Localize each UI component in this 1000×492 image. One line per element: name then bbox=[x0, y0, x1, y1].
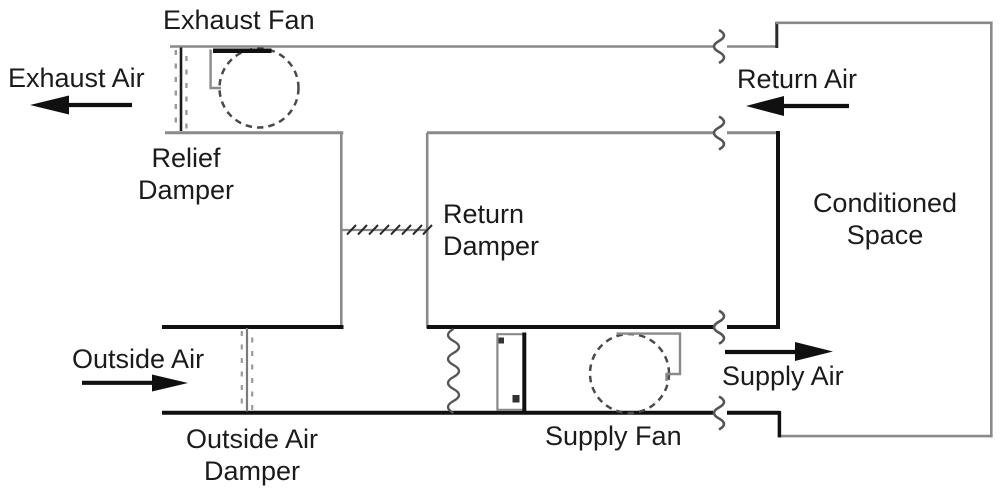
label-line: Relief bbox=[151, 143, 221, 173]
supply-fan-symbol bbox=[588, 332, 682, 415]
return-air-arrow bbox=[746, 96, 849, 116]
relief-damper-label: Relief Damper bbox=[126, 142, 246, 206]
exhaust-fan-symbol bbox=[209, 47, 300, 129]
duct-break-icon-return-top bbox=[712, 28, 726, 65]
label-line: Outside Air bbox=[185, 424, 319, 454]
duct-break-icon-return-bottom bbox=[712, 115, 726, 151]
return-damper-symbol bbox=[342, 224, 433, 236]
exhaust-air-label: Exhaust Air bbox=[8, 63, 145, 93]
duct-break-icon-supply-top bbox=[712, 309, 726, 345]
return-air-arrow-head bbox=[746, 96, 784, 116]
outside-air-damper-label: Outside Air Damper bbox=[177, 423, 327, 487]
label-line: Return bbox=[443, 199, 525, 229]
label-line: Damper bbox=[203, 456, 301, 486]
label-line: Conditioned bbox=[812, 188, 958, 218]
relief-damper-symbol bbox=[174, 47, 188, 131]
return-damper-ticks bbox=[346, 224, 433, 236]
label-line: Space bbox=[846, 220, 924, 250]
label-line: Damper bbox=[137, 175, 235, 205]
outside-air-arrow-head bbox=[152, 374, 188, 392]
outside-air-damper-symbol bbox=[240, 328, 254, 412]
return-damper-label: Return Damper bbox=[443, 198, 539, 262]
filter-symbol bbox=[446, 327, 461, 415]
outside-air-label: Outside Air bbox=[72, 344, 205, 374]
outside-air-arrow bbox=[82, 374, 188, 392]
conditioned-space-outline bbox=[775, 21, 993, 438]
duct-outline bbox=[162, 45, 780, 415]
filter-wavy-line bbox=[446, 327, 461, 415]
return-air-label: Return Air bbox=[737, 64, 858, 94]
exhaust-air-arrow bbox=[30, 95, 132, 115]
conditioned-space-label: Conditioned Space bbox=[780, 187, 990, 251]
exhaust-fan-wheel bbox=[218, 47, 300, 129]
exhaust-fan-label: Exhaust Fan bbox=[163, 5, 315, 35]
supply-air-label: Supply Air bbox=[722, 361, 844, 391]
duct-break-icon-supply-bottom bbox=[712, 395, 726, 431]
exhaust-fan-scroll-side bbox=[209, 49, 221, 90]
filter-box-outline bbox=[496, 333, 524, 411]
supply-fan-label: Supply Fan bbox=[545, 421, 682, 451]
filter-box-mark-top bbox=[498, 337, 504, 344]
supply-fan-wheel bbox=[588, 332, 671, 415]
supply-fan-scroll bbox=[616, 332, 682, 381]
supply-air-arrow-head bbox=[795, 342, 833, 361]
filter-box-mark-bottom bbox=[512, 395, 520, 403]
filter-box bbox=[496, 332, 527, 412]
supply-air-arrow bbox=[725, 342, 833, 361]
exhaust-air-arrow-head bbox=[30, 95, 69, 115]
label-line: Damper bbox=[443, 231, 540, 261]
duct-break-icons bbox=[712, 28, 726, 431]
